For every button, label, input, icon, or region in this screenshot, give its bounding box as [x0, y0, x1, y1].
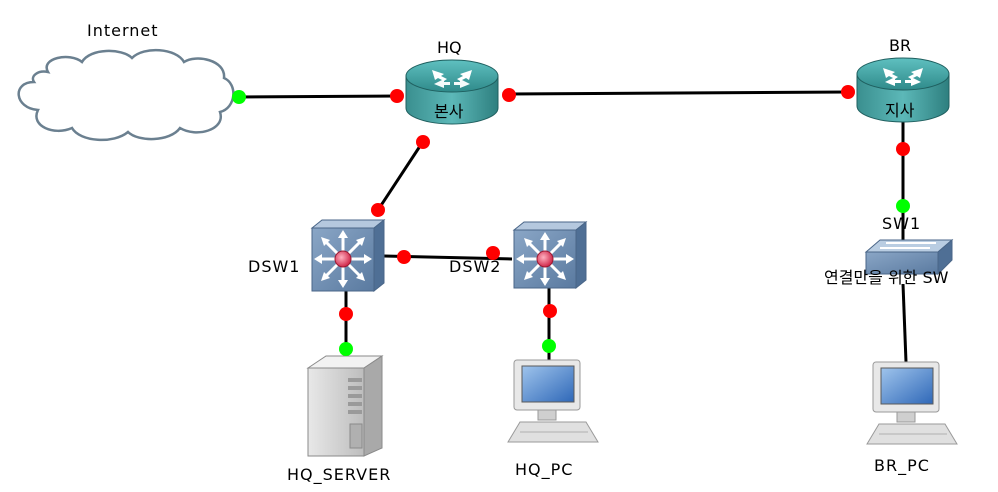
port-dsw1-hq-down — [371, 203, 385, 217]
dsw1-switch[interactable] — [310, 218, 386, 293]
router-arrows-icon — [432, 70, 472, 88]
port-dsw2-dsw1-down — [486, 246, 500, 260]
dsw2-label: DSW2 — [449, 257, 501, 276]
port-br-hq-down — [841, 85, 855, 99]
link-internet-hq[interactable] — [237, 94, 399, 99]
port-server-up — [339, 342, 353, 356]
port-br-sw1-down — [896, 142, 910, 156]
port-status-dots — [232, 85, 910, 356]
hq-router[interactable] — [405, 59, 499, 125]
internet-label: Internet — [87, 21, 159, 40]
port-sw1-br-up — [896, 199, 910, 213]
switch-arrows-icon — [880, 242, 936, 249]
sw1-label: SW1 — [882, 214, 921, 233]
hq-server-label: HQ_SERVER — [287, 465, 391, 485]
br-pc[interactable] — [866, 361, 958, 445]
sw1-switch[interactable] — [864, 238, 954, 276]
sw1-sub-label: 연결만을 위한 SW — [824, 268, 949, 287]
port-dsw1-server-down — [339, 307, 353, 321]
internet-cloud[interactable] — [17, 48, 235, 142]
port-dsw2-pc-down — [543, 304, 557, 318]
br-sub-label: 지사 — [885, 101, 915, 120]
hq-sub-label: 본사 — [434, 102, 464, 121]
port-dsw1-dsw2-down — [397, 250, 411, 264]
link-sw1-br-pc[interactable] — [901, 283, 908, 363]
br-router[interactable] — [856, 57, 950, 123]
port-hq-br-down — [502, 88, 516, 102]
dsw2-switch[interactable] — [512, 220, 588, 290]
port-hq-dsw1-down — [416, 135, 430, 149]
dsw1-label: DSW1 — [248, 257, 300, 276]
link-hq-br[interactable] — [507, 90, 849, 96]
br-label: BR — [889, 36, 911, 55]
hq-label: HQ — [437, 38, 462, 57]
hq-server[interactable] — [306, 355, 384, 457]
port-hq-pc-up — [542, 339, 556, 353]
port-internet-up — [232, 90, 246, 104]
br-pc-label: BR_PC — [874, 456, 930, 476]
hq-pc-label: HQ_PC — [515, 460, 573, 480]
port-hq-internet-down — [390, 89, 404, 103]
link-hq-dsw1[interactable] — [376, 139, 426, 211]
hq-pc[interactable] — [507, 359, 599, 443]
router-arrows-icon — [883, 68, 923, 86]
